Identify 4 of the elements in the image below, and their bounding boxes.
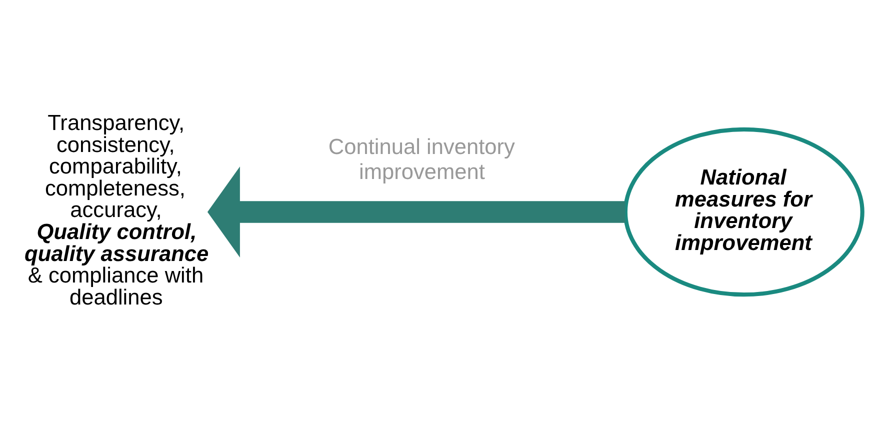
node-ellipse: National measures for inventory improvement (623, 126, 864, 296)
arrow (207, 166, 626, 257)
node-text: Transparency, consistency, comparability, completeness, accuracy, Quality control, quality assurance & compliance with deadlines (24, 109, 209, 309)
edge-label: Continual inventory improvement (328, 134, 515, 184)
